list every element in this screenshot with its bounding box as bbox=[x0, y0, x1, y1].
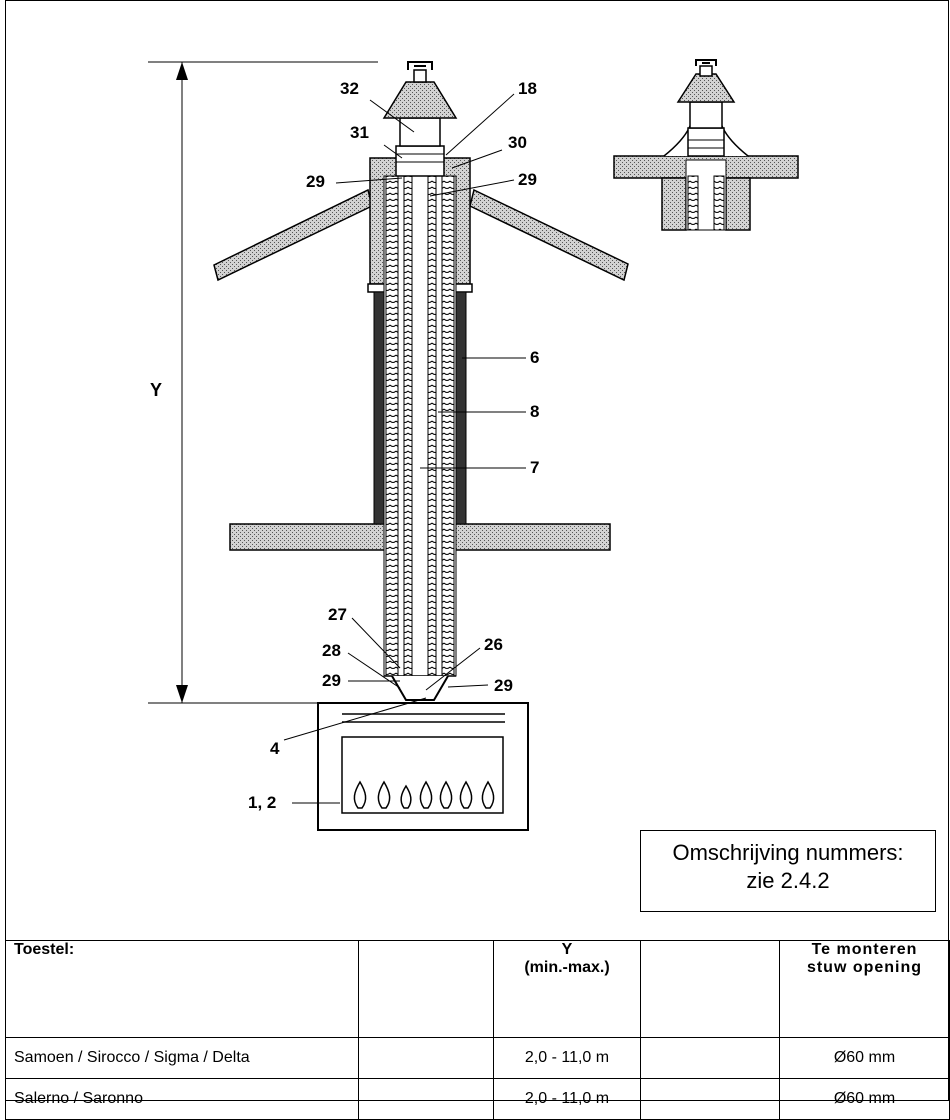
table-row: Samoen / Sirocco / Sigma / Delta 2,0 - 1… bbox=[5, 1037, 950, 1079]
flue-pipes bbox=[383, 175, 457, 701]
leader-lines bbox=[283, 93, 526, 804]
roof-terminal bbox=[382, 61, 458, 177]
chimney-flue-diagram bbox=[148, 59, 799, 831]
callout-18: 18 bbox=[518, 79, 537, 98]
note-line-2: zie 2.4.2 bbox=[746, 868, 830, 893]
cell-empty bbox=[640, 1037, 780, 1079]
dimension-y-label: Y bbox=[150, 380, 163, 400]
callout-7: 7 bbox=[530, 458, 540, 477]
cell-empty bbox=[640, 1078, 780, 1120]
inset-detail bbox=[613, 59, 799, 231]
header-y-sub: (min.-max.) bbox=[524, 959, 610, 976]
callout-29-bottom-right: 29 bbox=[494, 676, 513, 695]
flames bbox=[353, 780, 495, 809]
fireplace-appliance bbox=[317, 702, 529, 831]
header-y: Y (min.-max.) bbox=[493, 940, 641, 1038]
note-line-1: Omschrijving nummers: bbox=[672, 840, 904, 865]
spec-table: Toestel: Y (min.-max.) Te monteren stuw … bbox=[5, 940, 950, 1120]
table-row: Salerno / Saronno 2,0 - 11,0 m Ø60 mm bbox=[5, 1078, 950, 1120]
cell-opening: Ø60 mm bbox=[779, 1078, 950, 1120]
cell-device: Salerno / Saronno bbox=[5, 1078, 359, 1120]
header-y-title: Y bbox=[561, 941, 573, 958]
header-device: Toestel: bbox=[5, 940, 359, 1038]
callout-30: 30 bbox=[508, 133, 527, 152]
callout-29-bottom-left: 29 bbox=[322, 671, 341, 690]
callout-1-2: 1, 2 bbox=[248, 793, 277, 812]
callout-27: 27 bbox=[328, 605, 347, 624]
header-opening: Te monteren stuw opening bbox=[779, 940, 950, 1038]
cell-empty bbox=[358, 1078, 494, 1120]
cell-y: 2,0 - 11,0 m bbox=[493, 1037, 641, 1079]
header-opening-line-2: stuw opening bbox=[806, 959, 923, 976]
callout-26: 26 bbox=[484, 635, 503, 654]
callout-6: 6 bbox=[530, 348, 540, 367]
cell-device: Samoen / Sirocco / Sigma / Delta bbox=[5, 1037, 359, 1079]
y-dimension bbox=[148, 61, 378, 704]
cell-empty bbox=[358, 1037, 494, 1079]
header-empty-1 bbox=[358, 940, 494, 1038]
cell-opening: Ø60 mm bbox=[779, 1037, 950, 1079]
table-header-row: Toestel: Y (min.-max.) Te monteren stuw … bbox=[5, 940, 950, 1038]
callout-28: 28 bbox=[322, 641, 341, 660]
header-opening-line-1: Te monteren bbox=[811, 941, 918, 958]
callout-32: 32 bbox=[340, 79, 359, 98]
callout-31: 31 bbox=[350, 123, 369, 142]
callout-29-top-right: 29 bbox=[518, 170, 537, 189]
header-empty-2 bbox=[640, 940, 780, 1038]
callout-29-top-left: 29 bbox=[306, 172, 325, 191]
description-note: Omschrijving nummers: zie 2.4.2 bbox=[640, 830, 936, 912]
cell-y: 2,0 - 11,0 m bbox=[493, 1078, 641, 1120]
callout-4: 4 bbox=[270, 739, 280, 758]
callout-8: 8 bbox=[530, 402, 540, 421]
